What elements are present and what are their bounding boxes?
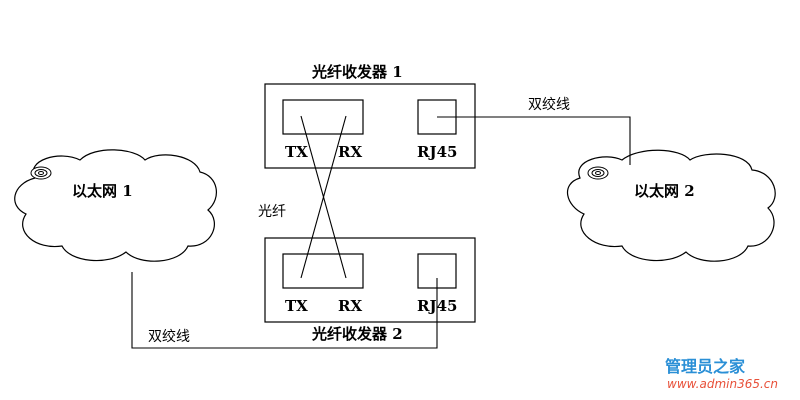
- transceiver-2-fiber-port: [282, 253, 364, 289]
- twisted-pair-bottom: 双绞线: [131, 272, 438, 349]
- fiber-crossover: 光纤: [258, 115, 347, 279]
- ethernet-1-label: 以太网 1: [72, 182, 133, 200]
- transceiver-1-rj45-label: RJ45: [417, 143, 457, 161]
- ethernet-cloud-1: 以太网 1: [14, 149, 217, 262]
- transceiver-2-tx-label: TX: [285, 297, 308, 315]
- fiber-line-b: [300, 115, 347, 279]
- cloud-2-inlet-icon: [587, 166, 609, 180]
- ethernet-2-label: 以太网 2: [634, 182, 695, 200]
- twisted-pair-top-label: 双绞线: [528, 96, 570, 113]
- twisted-pair-bottom-label: 双绞线: [148, 328, 190, 345]
- watermark-logo: 管理员之家 www.admin365.cn: [665, 357, 778, 391]
- twisted-pair-top: 双绞线: [437, 96, 631, 165]
- twisted-pair-top-cable: [437, 116, 631, 165]
- transceiver-1-fiber-port: [282, 99, 364, 135]
- transceiver-2-rx-label: RX: [338, 297, 362, 315]
- watermark-url: www.admin365.cn: [667, 377, 778, 391]
- transceiver-2-title: 光纤收发器 2: [311, 325, 403, 343]
- transceiver-2: TX RX RJ45 光纤收发器 2: [264, 237, 476, 343]
- cloud-1-inlet-icon: [30, 166, 52, 180]
- twisted-pair-bottom-cable: [131, 272, 438, 349]
- transceiver-1: 光纤收发器 1 TX RX RJ45: [264, 63, 476, 169]
- cloud-2-shape: [567, 149, 776, 262]
- transceiver-1-tx-label: TX: [285, 143, 308, 161]
- ethernet-cloud-2: 以太网 2: [567, 149, 776, 262]
- transceiver-1-title: 光纤收发器 1: [311, 63, 403, 81]
- fiber-label: 光纤: [258, 204, 286, 220]
- transceiver-1-rx-label: RX: [338, 143, 362, 161]
- watermark-site-name: 管理员之家: [665, 357, 746, 376]
- cloud-1-shape: [14, 149, 217, 262]
